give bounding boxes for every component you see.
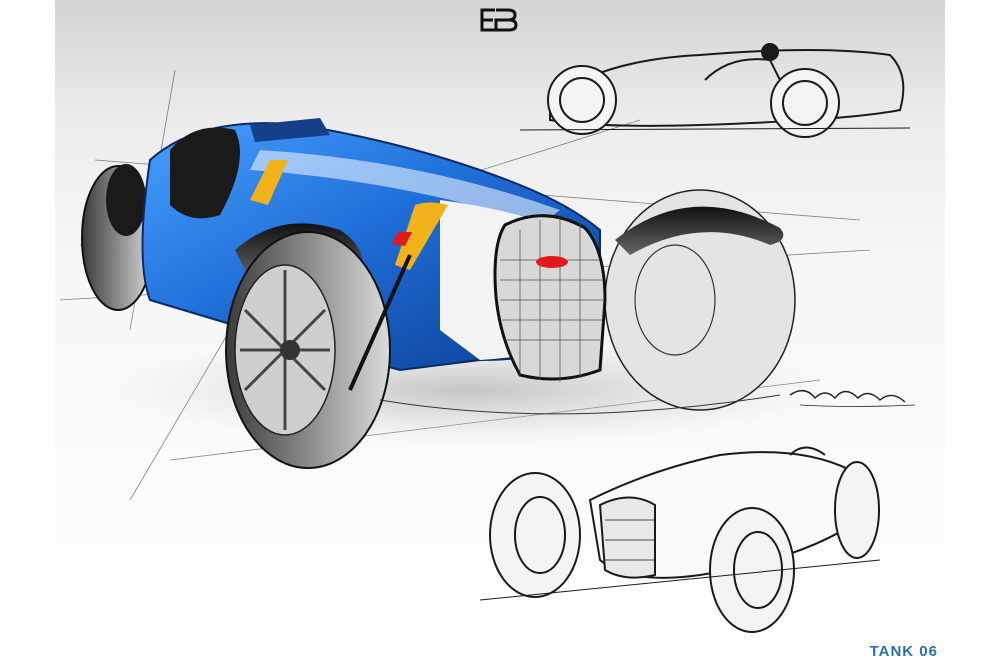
red-badge <box>536 256 568 268</box>
perspective-view-sketch <box>479 446 881 633</box>
side-view-sketch <box>519 43 911 138</box>
main-car-view <box>81 118 830 469</box>
eb-monogram-logo <box>480 8 518 32</box>
sheet-caption: TANK 06 <box>869 643 938 660</box>
artist-signature <box>789 390 916 407</box>
